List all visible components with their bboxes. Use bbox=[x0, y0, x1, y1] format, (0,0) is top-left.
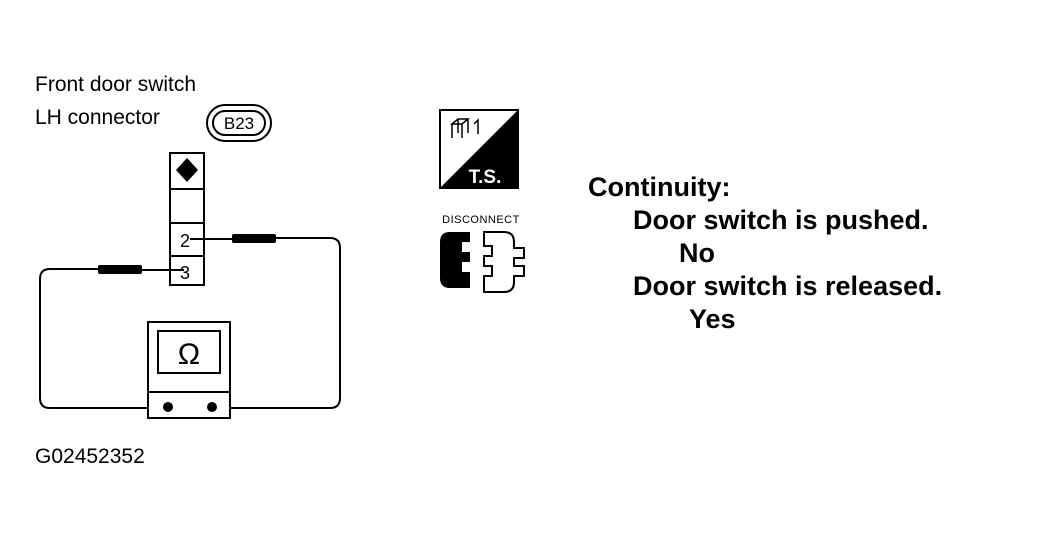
pin-label-2: 2 bbox=[180, 231, 190, 251]
connector-code: B23 bbox=[212, 110, 266, 136]
disconnect-icon: DISCONNECT bbox=[440, 214, 525, 293]
pin-label-3: 3 bbox=[180, 263, 190, 283]
connector-body bbox=[169, 152, 205, 286]
ohmmeter: Ω bbox=[147, 321, 231, 419]
ohm-symbol: Ω bbox=[178, 338, 200, 371]
ts-label: T.S. bbox=[469, 167, 502, 188]
disconnect-label: DISCONNECT bbox=[442, 214, 520, 226]
connector-title-line1: Front door switch bbox=[35, 73, 197, 96]
connector-title-line2: LH connector bbox=[35, 106, 160, 129]
ts-icon: T.S. bbox=[439, 109, 519, 189]
probe-pin2 bbox=[190, 234, 341, 409]
figure-id: G02452352 bbox=[35, 445, 145, 468]
probe-pin3 bbox=[39, 265, 184, 409]
meter-terminal-left bbox=[163, 402, 173, 412]
connector-code-badge: B23 bbox=[206, 104, 272, 142]
result-condition-released: Door switch is released. bbox=[633, 271, 943, 301]
result-heading: Continuity: bbox=[588, 172, 731, 202]
result-condition-pushed: Door switch is pushed. bbox=[633, 205, 929, 235]
diamond-icon bbox=[176, 158, 198, 182]
result-value-yes: Yes bbox=[689, 304, 736, 334]
result-value-no: No bbox=[679, 238, 715, 268]
meter-terminal-right bbox=[207, 402, 217, 412]
